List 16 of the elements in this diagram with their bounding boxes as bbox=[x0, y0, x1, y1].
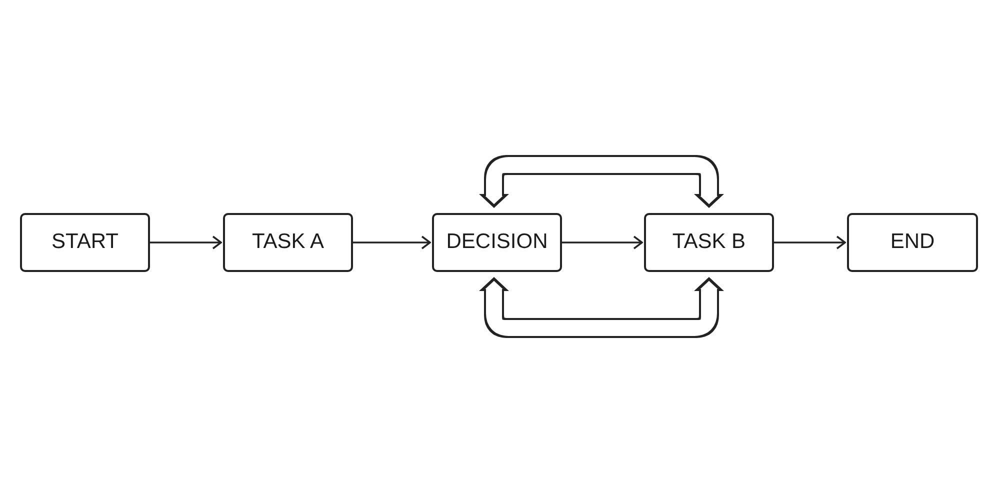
node-label: END bbox=[890, 230, 935, 255]
arrow bbox=[774, 236, 846, 250]
process-box bbox=[847, 213, 978, 272]
process-box bbox=[223, 213, 353, 272]
node-label: TASK B bbox=[672, 230, 746, 255]
arrow bbox=[562, 236, 643, 250]
node-label: START bbox=[52, 230, 118, 255]
process-box bbox=[20, 213, 150, 272]
double-headed-block-arrow bbox=[479, 155, 724, 208]
node-label: DECISION bbox=[446, 230, 548, 255]
double-headed-block-arrow bbox=[479, 277, 724, 338]
process-box bbox=[644, 213, 774, 272]
arrow bbox=[150, 236, 222, 250]
node-label: TASK A bbox=[252, 230, 324, 255]
arrow bbox=[353, 236, 431, 250]
process-box bbox=[432, 213, 562, 272]
